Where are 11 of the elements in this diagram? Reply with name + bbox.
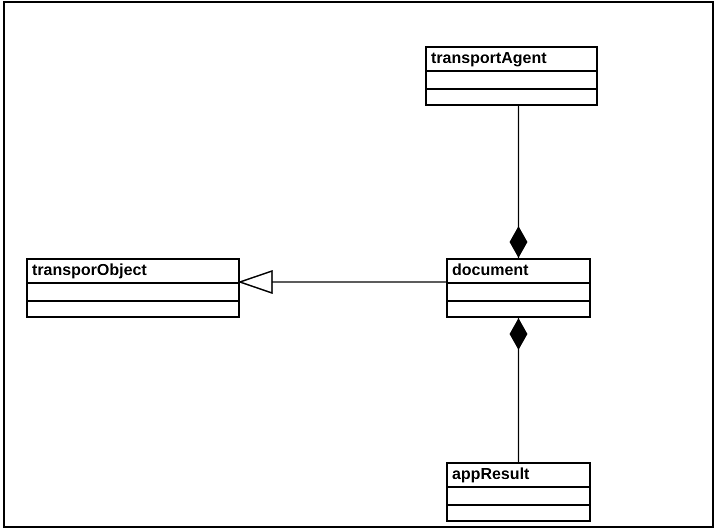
class-name: document [452,263,528,279]
class-box [446,258,591,318]
composition-line [510,318,528,462]
class-box [425,46,598,106]
class-box [446,462,591,522]
class-box [26,258,240,318]
generalization-arrow [239,270,446,294]
class-name: transporObject [32,263,147,279]
class-name: appResult [452,467,530,483]
composition-line [510,106,528,258]
class-name: transportAgent [431,51,547,67]
